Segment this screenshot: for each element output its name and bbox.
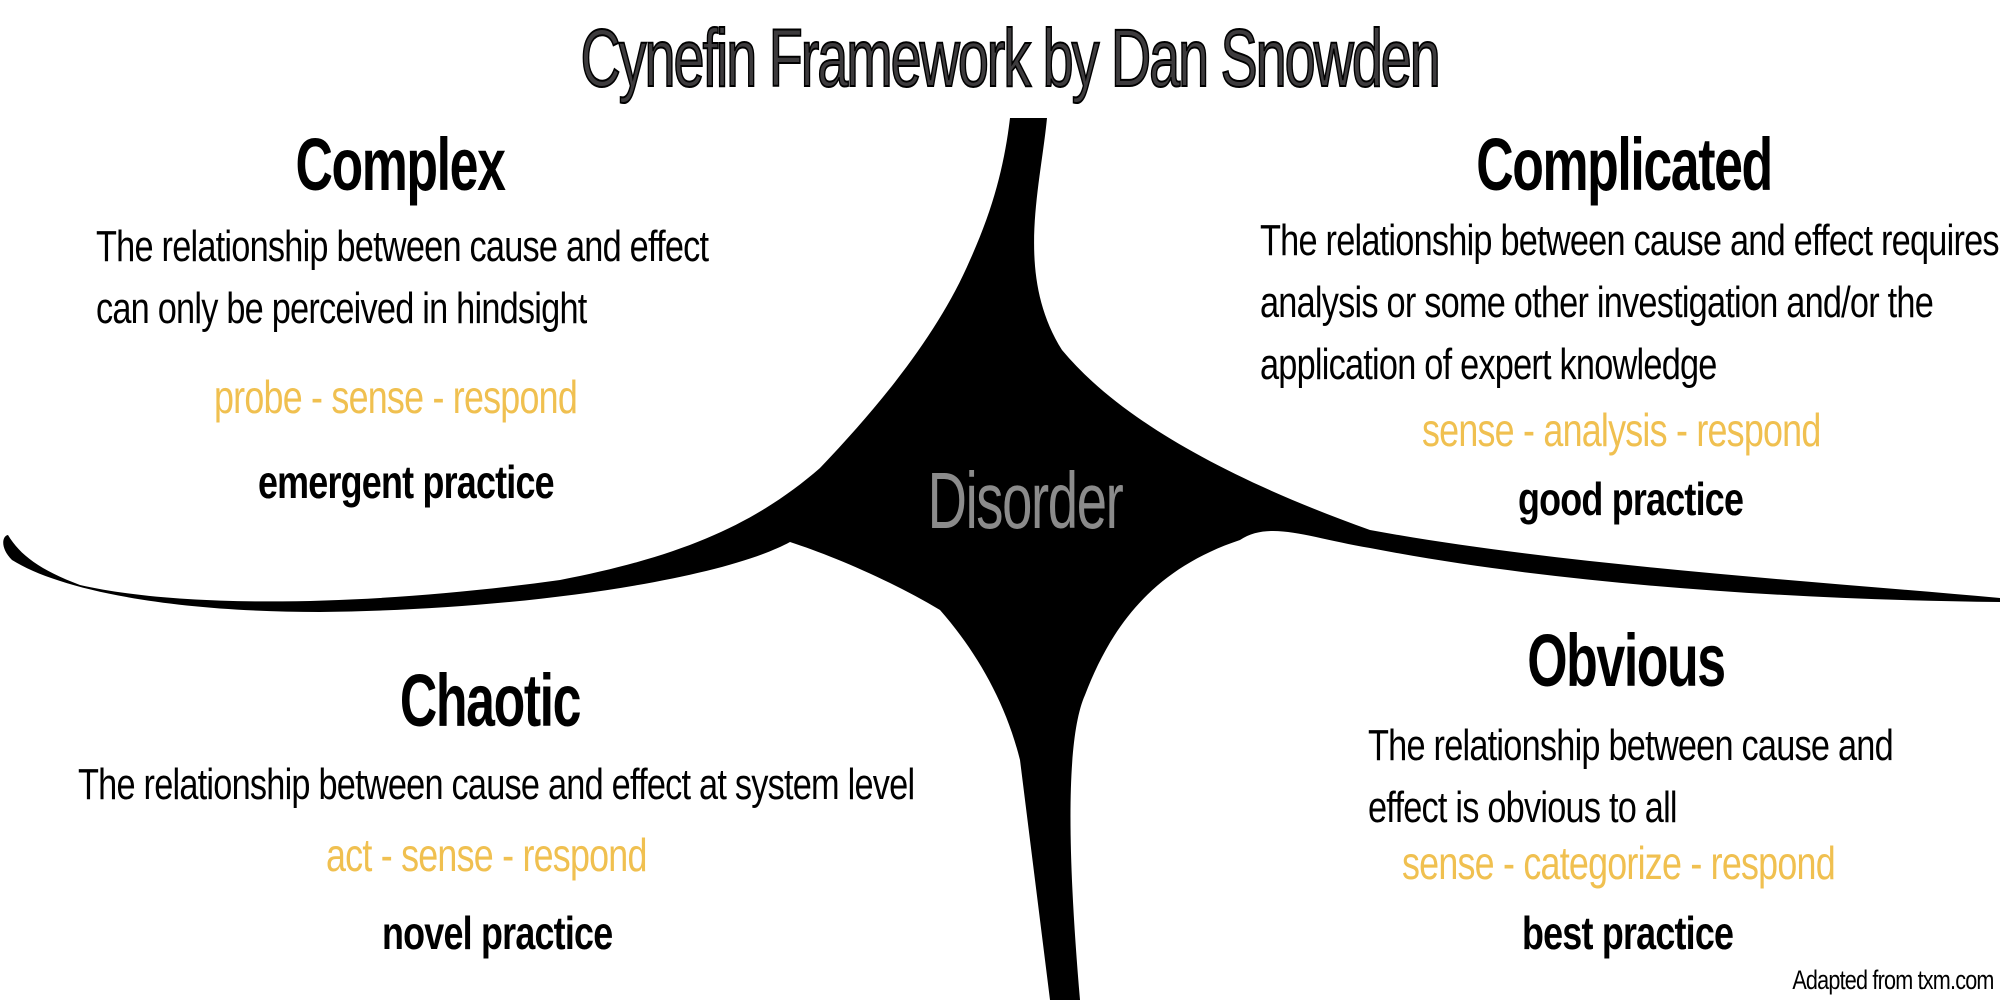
complicated-description-line-3: application of expert knowledge [1260,340,1717,389]
disorder-label: Disorder [927,456,1124,545]
complex-steps: probe - sense - respond [214,371,578,423]
chaotic-description: The relationship between cause and effec… [78,754,915,816]
complex-practice: emergent practice [258,456,555,508]
obvious-description-line-1: The relationship between cause and [1368,721,1894,770]
complicated-description: The relationship between cause and effec… [1260,210,2000,396]
obvious-heading: Obvious [1527,619,1726,702]
chaotic-heading: Chaotic [399,659,582,742]
chaotic-steps: act - sense - respond [326,829,647,881]
complicated-practice: good practice [1518,473,1744,525]
chaotic-practice: novel practice [382,907,613,959]
obvious-description-line-2: effect is obvious to all [1368,783,1678,832]
complex-description: The relationship between cause and effec… [96,216,709,340]
credit-text: Adapted from txm.com [1792,965,1995,995]
chaotic-description-line-1: The relationship between cause and effec… [78,760,915,809]
complicated-heading: Complicated [1476,123,1773,206]
complicated-description-line-2: analysis or some other investigation and… [1260,278,1934,327]
complex-description-line-1: The relationship between cause and effec… [96,222,709,271]
complicated-description-line-1: The relationship between cause and effec… [1260,216,2000,265]
obvious-steps: sense - categorize - respond [1402,837,1836,889]
disorder-shape [3,118,2000,1000]
complex-description-line-2: can only be perceived in hindsight [96,284,587,333]
obvious-description: The relationship between cause and effec… [1368,715,1894,839]
complicated-steps: sense - analysis - respond [1422,404,1821,456]
complex-heading: Complex [295,123,506,206]
diagram-title: Cynefin Framework by Dan Snowden [580,12,1442,105]
obvious-practice: best practice [1522,907,1734,959]
